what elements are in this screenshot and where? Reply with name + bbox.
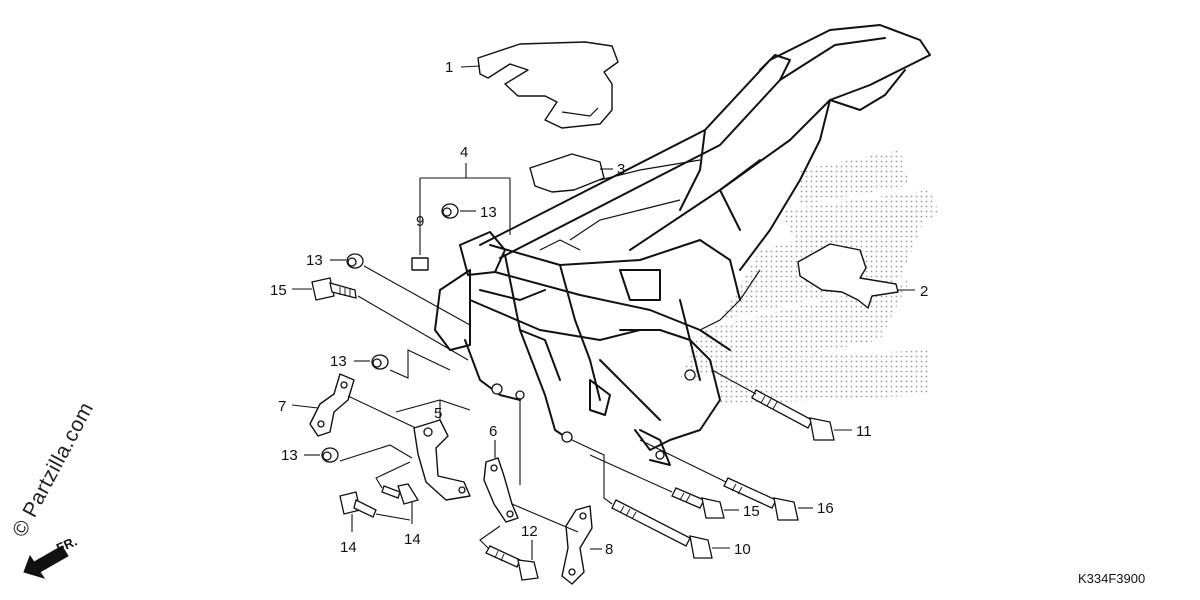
callout-16: 16 bbox=[817, 500, 834, 517]
part-3-plate bbox=[529, 153, 605, 193]
part-14-bolt-right bbox=[381, 483, 420, 505]
part-9-pad bbox=[411, 257, 429, 271]
callout-5: 5 bbox=[434, 405, 442, 422]
callout-1: 1 bbox=[445, 59, 453, 76]
part-13-collar-left bbox=[346, 253, 364, 269]
part-13-collar-mid bbox=[371, 354, 389, 370]
callout-13-upper: 13 bbox=[480, 204, 497, 221]
callout-13-mid: 13 bbox=[330, 353, 347, 370]
callout-3: 3 bbox=[617, 161, 625, 178]
part-7-bracket bbox=[309, 373, 355, 437]
callout-13-lower: 13 bbox=[281, 447, 298, 464]
motorcycle-frame bbox=[434, 24, 931, 466]
callout-6: 6 bbox=[489, 423, 497, 440]
callout-4-bracket bbox=[419, 163, 511, 255]
callout-12: 12 bbox=[521, 523, 538, 540]
callout-15-lower: 15 bbox=[743, 503, 760, 520]
callout-13-left: 13 bbox=[306, 252, 323, 269]
callout-15-upper: 15 bbox=[270, 282, 287, 299]
callout-2: 2 bbox=[920, 283, 928, 300]
callout-8: 8 bbox=[605, 541, 613, 558]
part-13-collar-upper bbox=[441, 203, 459, 219]
front-direction-arrow-icon bbox=[23, 545, 69, 579]
part-8-bracket bbox=[561, 505, 593, 585]
part-2-bracket bbox=[797, 243, 899, 309]
callout-11: 11 bbox=[856, 423, 872, 440]
part-15-bolt-upper bbox=[311, 277, 357, 301]
part-14-bolt-left bbox=[339, 491, 377, 518]
part-1-seat-plate bbox=[477, 41, 619, 129]
callout-7: 7 bbox=[278, 398, 286, 415]
part-6-bracket bbox=[483, 457, 519, 523]
callout-14-right: 14 bbox=[404, 531, 421, 548]
callout-10: 10 bbox=[734, 541, 751, 558]
callout-4: 4 bbox=[460, 144, 468, 161]
part-5-bracket bbox=[413, 419, 471, 501]
part-11-bolt bbox=[751, 389, 835, 441]
brand-logo-watermark bbox=[680, 150, 940, 405]
part-15-bolt-lower bbox=[671, 487, 725, 519]
part-16-bolt bbox=[723, 477, 799, 521]
callout-9: 9 bbox=[416, 213, 424, 230]
part-10-bolt bbox=[611, 499, 713, 559]
part-12-bolt bbox=[485, 545, 539, 581]
callout-14-left: 14 bbox=[340, 539, 357, 556]
drawing-code: K334F3900 bbox=[1078, 571, 1146, 586]
part-13-collar-lower bbox=[321, 447, 339, 463]
